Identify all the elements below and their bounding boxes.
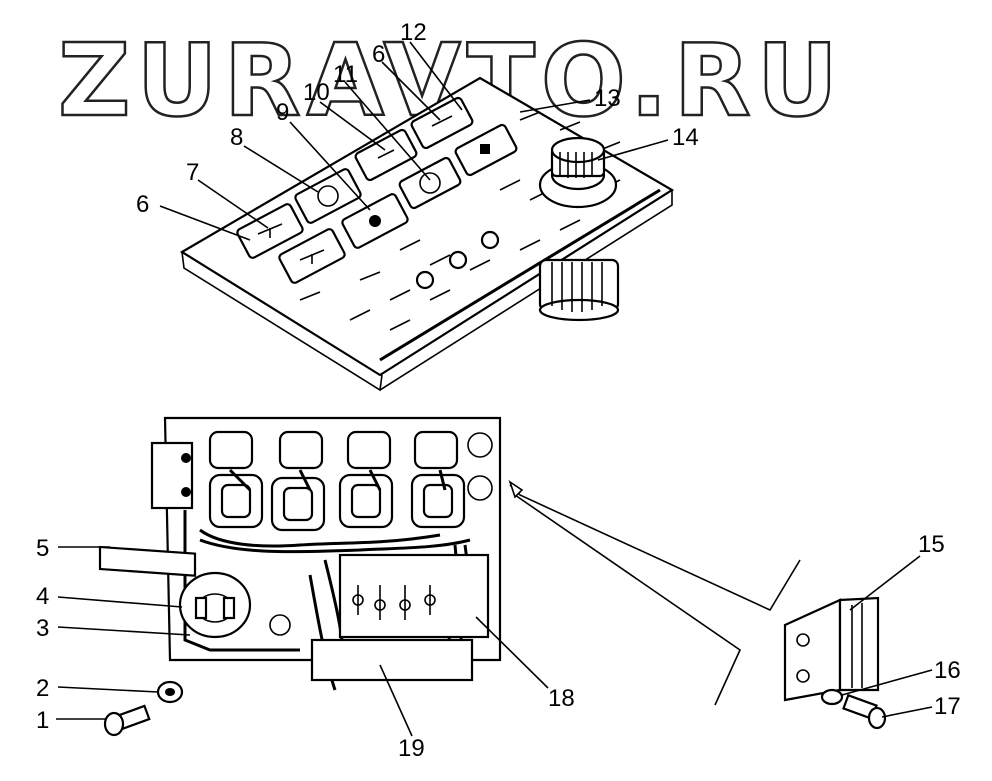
callout-11: 11 — [333, 61, 358, 88]
callout-15: 15 — [918, 531, 945, 558]
callout-1: 1 — [36, 707, 49, 734]
callout-18: 18 — [548, 685, 575, 712]
callout-9: 9 — [276, 99, 289, 126]
terminals — [352, 585, 436, 620]
callout-5: 5 — [36, 535, 49, 562]
callout-labels: 12 6 11 10 9 8 7 6 13 14 5 4 3 2 1 18 19… — [36, 19, 961, 762]
callout-13: 13 — [594, 85, 621, 112]
callout-7: 7 — [186, 159, 199, 186]
hole — [480, 230, 500, 250]
callout-leaders — [56, 41, 933, 737]
knob — [538, 136, 618, 209]
screw-1 — [103, 704, 151, 737]
callout-16: 16 — [934, 657, 961, 684]
watermark: ZURAVTO.RU — [58, 22, 844, 139]
callout-3: 3 — [36, 615, 49, 642]
washer-16 — [820, 688, 844, 706]
switch-backs — [208, 430, 466, 532]
screw-17 — [842, 693, 887, 730]
panel-back — [98, 416, 502, 691]
rotary-body — [538, 258, 620, 322]
panel-hatching — [299, 111, 621, 331]
callout-6-top: 6 — [372, 41, 385, 68]
bracket — [783, 596, 880, 702]
hole — [448, 250, 468, 270]
callout-8: 8 — [230, 124, 243, 151]
callout-17: 17 — [934, 693, 961, 720]
callout-19: 19 — [398, 735, 425, 762]
switch-buttons — [236, 96, 518, 284]
callout-14: 14 — [672, 124, 699, 151]
callout-2: 2 — [36, 675, 49, 702]
callout-4: 4 — [36, 583, 49, 610]
hole — [415, 270, 435, 290]
callout-12: 12 — [400, 19, 427, 46]
callout-10: 10 — [303, 79, 330, 106]
switch-panel — [179, 76, 675, 392]
assembly-leaders — [508, 480, 801, 706]
callout-6: 6 — [136, 191, 149, 218]
